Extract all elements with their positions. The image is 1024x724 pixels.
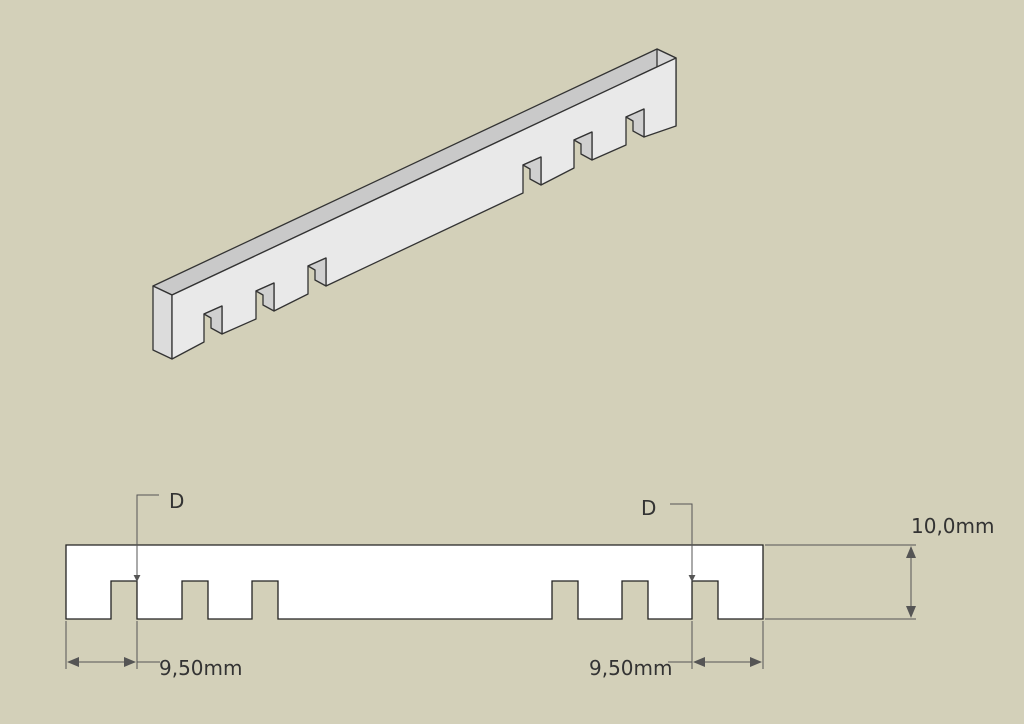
right-offset-label: 9,50mm	[589, 656, 673, 680]
height-dimension-label: 10,0mm	[911, 514, 995, 538]
section-marker-right	[670, 503, 696, 582]
left-offset-dimension	[65, 621, 160, 669]
left-offset-label: 9,50mm	[159, 656, 243, 680]
height-dimension	[765, 544, 916, 620]
iso-front-face	[171, 57, 677, 360]
isometric-view	[152, 48, 677, 360]
iso-left-end-face	[152, 285, 173, 360]
right-offset-dimension	[668, 621, 764, 669]
section-label-right: D	[641, 496, 656, 520]
front-view-outline	[65, 544, 764, 620]
section-label-left: D	[169, 489, 184, 513]
iso-top-face	[152, 48, 677, 296]
section-marker-left	[133, 494, 159, 582]
iso-slot-walls	[203, 108, 645, 335]
front-view	[65, 544, 764, 620]
